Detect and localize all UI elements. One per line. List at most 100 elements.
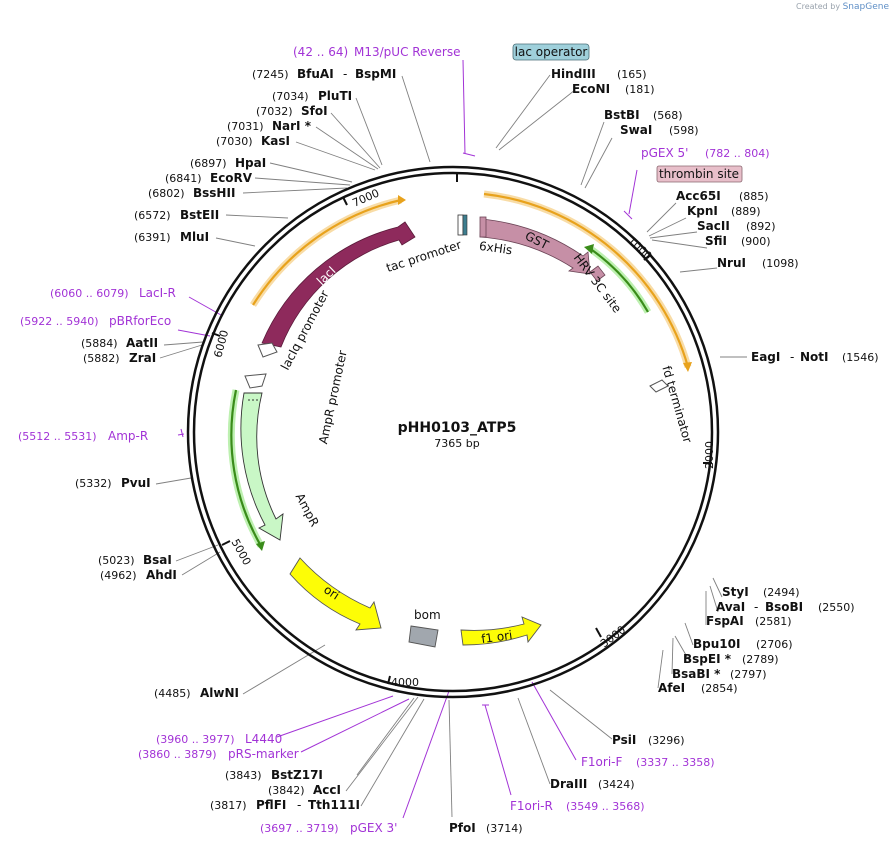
- enzyme-pos: (5332): [75, 477, 112, 490]
- bom-label: bom: [414, 608, 441, 622]
- enzyme-name: SfoI: [301, 104, 328, 118]
- enzyme-pos: (2797): [730, 668, 767, 681]
- enzyme-pos: (6897): [190, 157, 227, 170]
- enzyme-name: BspEI *: [683, 652, 732, 666]
- ampr-promoter-label: AmpR promoter: [316, 349, 350, 445]
- primer-laciR-range: (6060 .. 6079): [50, 287, 129, 300]
- snapgene-logo: SnapGene: [842, 2, 889, 12]
- green-arrows: [227, 244, 652, 551]
- enzyme-sep: -: [297, 798, 301, 812]
- primer-ampR-range: (5512 .. 5531): [18, 430, 97, 443]
- fd-terminator-label: fd terminator: [659, 364, 694, 444]
- outer-arrows: [250, 190, 692, 372]
- enzyme-name: FspAI: [706, 614, 744, 628]
- enzyme-pos: (7032): [256, 105, 293, 118]
- enzyme-pos: (7245): [252, 68, 289, 81]
- tick-label: 4000: [391, 676, 419, 689]
- fd-terminator-arrow: [649, 379, 669, 393]
- his-tag-label: 6xHis: [478, 239, 513, 258]
- primer-pbr-range: (5922 .. 5940): [20, 315, 99, 328]
- enzyme-pos: (889): [731, 205, 761, 218]
- tick-label: 2000: [703, 441, 716, 469]
- snapgene-credit: Created by SnapGene: [796, 2, 889, 12]
- primer-pgex3-name: pGEX 3': [350, 821, 397, 835]
- enzyme-pos: (892): [746, 220, 776, 233]
- enzyme-pos: (5884): [81, 337, 118, 350]
- primer-f1R-name: F1ori-R: [510, 799, 553, 813]
- enzyme-pos: (6841): [165, 172, 202, 185]
- lac-operator-label: lac operator: [515, 45, 588, 59]
- enzyme-name: AhdI: [146, 568, 177, 582]
- enzyme-name: AlwNI: [200, 686, 239, 700]
- enzyme-name: MluI: [180, 230, 209, 244]
- enzyme-name: AatII: [126, 336, 158, 350]
- enzyme-name: ZraI: [129, 351, 156, 365]
- enzyme-pos: (1098): [762, 257, 799, 270]
- tick-label: 5000: [229, 537, 254, 568]
- enzyme-pos: (181): [625, 83, 655, 96]
- hrv-3c-mark: [589, 265, 606, 282]
- tick-label: 1000: [625, 234, 654, 263]
- enzyme-name: BstBI: [604, 108, 640, 122]
- hrv-3c-label: HRV 3C site: [571, 251, 624, 316]
- backbone: [186, 165, 720, 699]
- enzyme-name: KasI: [261, 134, 290, 148]
- enzyme-name: SacII: [697, 219, 730, 233]
- enzyme-name: BspMI: [355, 67, 396, 81]
- lac-operator-box: [512, 43, 590, 61]
- enzyme-name: BstEII: [180, 208, 219, 222]
- thrombin-site-box: [656, 165, 743, 183]
- credit-prefix: Created by: [796, 2, 841, 11]
- enzyme-pos: (165): [617, 68, 647, 81]
- enzyme-pos: (6572): [134, 209, 171, 222]
- enzyme-pos: (1546): [842, 351, 879, 364]
- enzyme-name: BsaI: [143, 553, 172, 567]
- enzyme-pos: (885): [739, 190, 769, 203]
- primer-l4440-name: L4440: [245, 732, 282, 746]
- enzyme-pos: (2494): [763, 586, 800, 599]
- f1-ori-feature: [460, 616, 542, 646]
- enzyme-name: BsoBI: [765, 600, 803, 614]
- enzyme-pos: (7030): [216, 135, 253, 148]
- enzyme-pos: (6391): [134, 231, 171, 244]
- enzyme-name: Acc65I: [676, 189, 721, 203]
- thrombin-site-label: thrombin site: [659, 167, 739, 181]
- enzyme-name: BsaBI *: [672, 667, 721, 681]
- enzyme-pos: (598): [669, 124, 699, 137]
- primer-m13-range: (42 .. 64): [293, 45, 348, 59]
- enzyme-pos: (4962): [100, 569, 137, 582]
- plasmid-name: pHH0103_ATP5: [398, 420, 517, 436]
- enzyme-name: AvaI: [716, 600, 745, 614]
- enzyme-pos: (3842): [268, 784, 305, 797]
- primer-leaders: [177, 59, 638, 819]
- enzyme-sep: -: [343, 67, 347, 81]
- enzyme-pos: (4485): [154, 687, 191, 700]
- enzyme-sep: -: [754, 600, 758, 614]
- enzyme-pos: (3296): [648, 734, 685, 747]
- enzyme-pos: (2789): [742, 653, 779, 666]
- primer-pgex3-range: (3697 .. 3719): [260, 822, 339, 835]
- enzyme-name: PfoI: [449, 821, 476, 835]
- enzyme-name: HindIII: [551, 67, 596, 81]
- primer-pgex5-range: (782 .. 804): [705, 147, 770, 160]
- f1-ori-label: f1 ori: [480, 628, 513, 646]
- tac-promoter-mark: [457, 214, 468, 236]
- lacI-feature: [261, 221, 416, 348]
- primer-ampR-name: Amp-R: [108, 429, 148, 443]
- leader-lines: [155, 74, 747, 818]
- bom-feature: [408, 625, 439, 648]
- enzyme-name: StyI: [722, 585, 749, 599]
- enzyme-sep: -: [790, 350, 794, 364]
- primer-pgex5-name: pGEX 5': [641, 146, 688, 160]
- primer-prs-name: pRS-marker: [228, 747, 299, 761]
- enzyme-name: PvuI: [121, 476, 151, 490]
- enzyme-pos: (2854): [701, 682, 738, 695]
- enzyme-pos: (3714): [486, 822, 523, 835]
- primer-laciR-name: LacI-R: [139, 286, 176, 300]
- lacI-cds-arrow: [252, 198, 402, 306]
- enzyme-name: BfuAI: [297, 67, 334, 81]
- enzyme-name: EagI: [751, 350, 780, 364]
- enzyme-pos: (5882): [83, 352, 120, 365]
- enzyme-pos: (6802): [148, 187, 185, 200]
